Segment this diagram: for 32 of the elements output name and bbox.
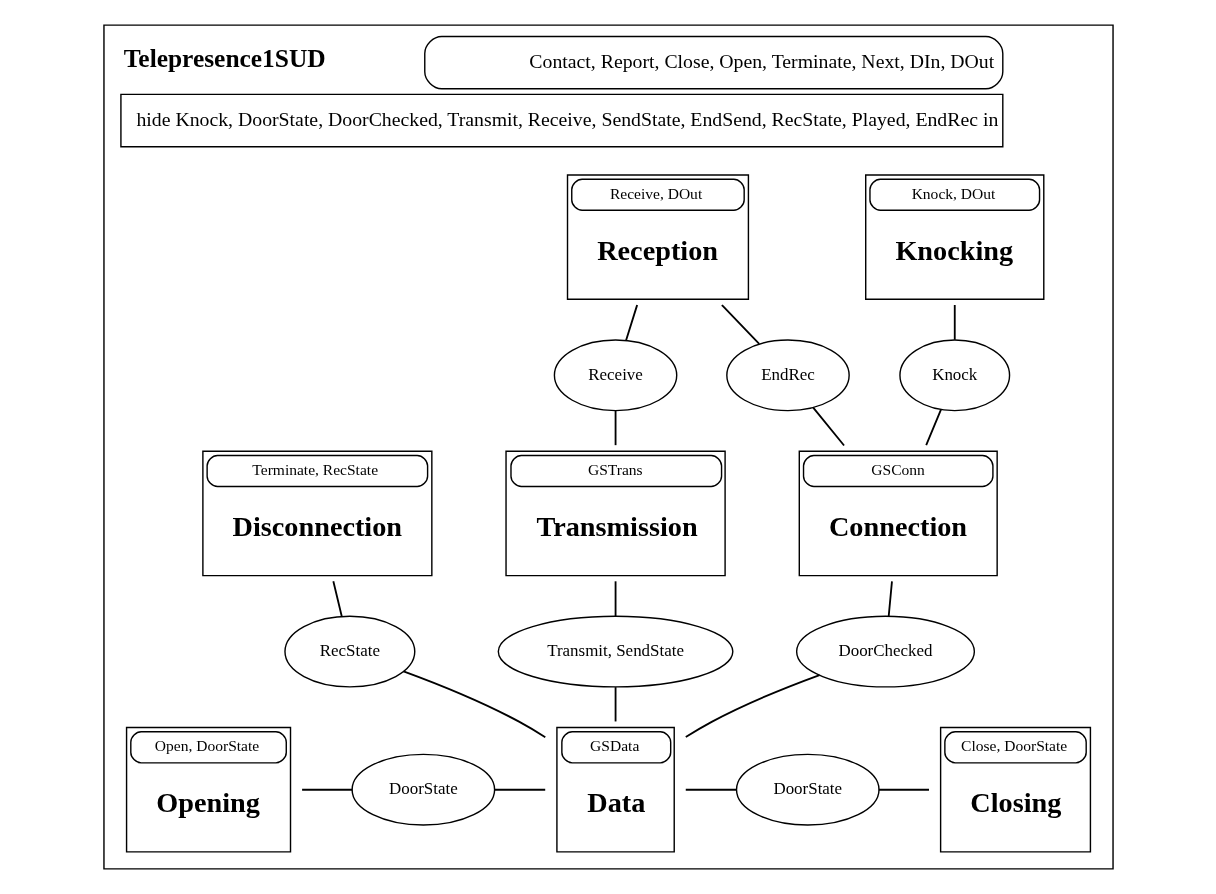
node-ellipse: DoorChecked [795,615,975,688]
connector [887,580,893,617]
connector [720,304,760,345]
node-ellipse: DoorState [735,753,880,826]
node-ellipse: DoorState [350,753,495,826]
connector [493,788,546,791]
node-box: GSConn Connection [798,450,998,577]
connector [953,304,956,341]
connector [924,408,942,446]
node-box: Knock, DOut Knocking [864,174,1044,301]
node-box: GSTrans Transmission [504,450,726,577]
node-box: Close, DoorState Closing [939,726,1091,853]
connector [624,304,638,342]
connector [300,788,353,791]
node-box: Terminate, RecState Disconnection [201,450,433,577]
connector [331,580,343,618]
node-box: GSData Data [555,726,675,853]
connector [614,580,616,617]
connector [684,788,738,791]
connector [877,788,930,791]
node-ellipse: Transmit, SendState [497,615,733,688]
connector [684,674,820,738]
node-ellipse: RecState [283,615,415,688]
node-ellipse: Receive [553,339,677,412]
connector [614,409,616,447]
node-box: Open, DoorState Opening [125,726,291,853]
connector [811,406,845,447]
node-ellipse: EndRec [725,339,850,412]
connector [614,686,616,723]
node-ellipse: Knock [898,339,1010,412]
connector [402,670,546,739]
node-box: Receive, DOut Reception [566,174,749,301]
